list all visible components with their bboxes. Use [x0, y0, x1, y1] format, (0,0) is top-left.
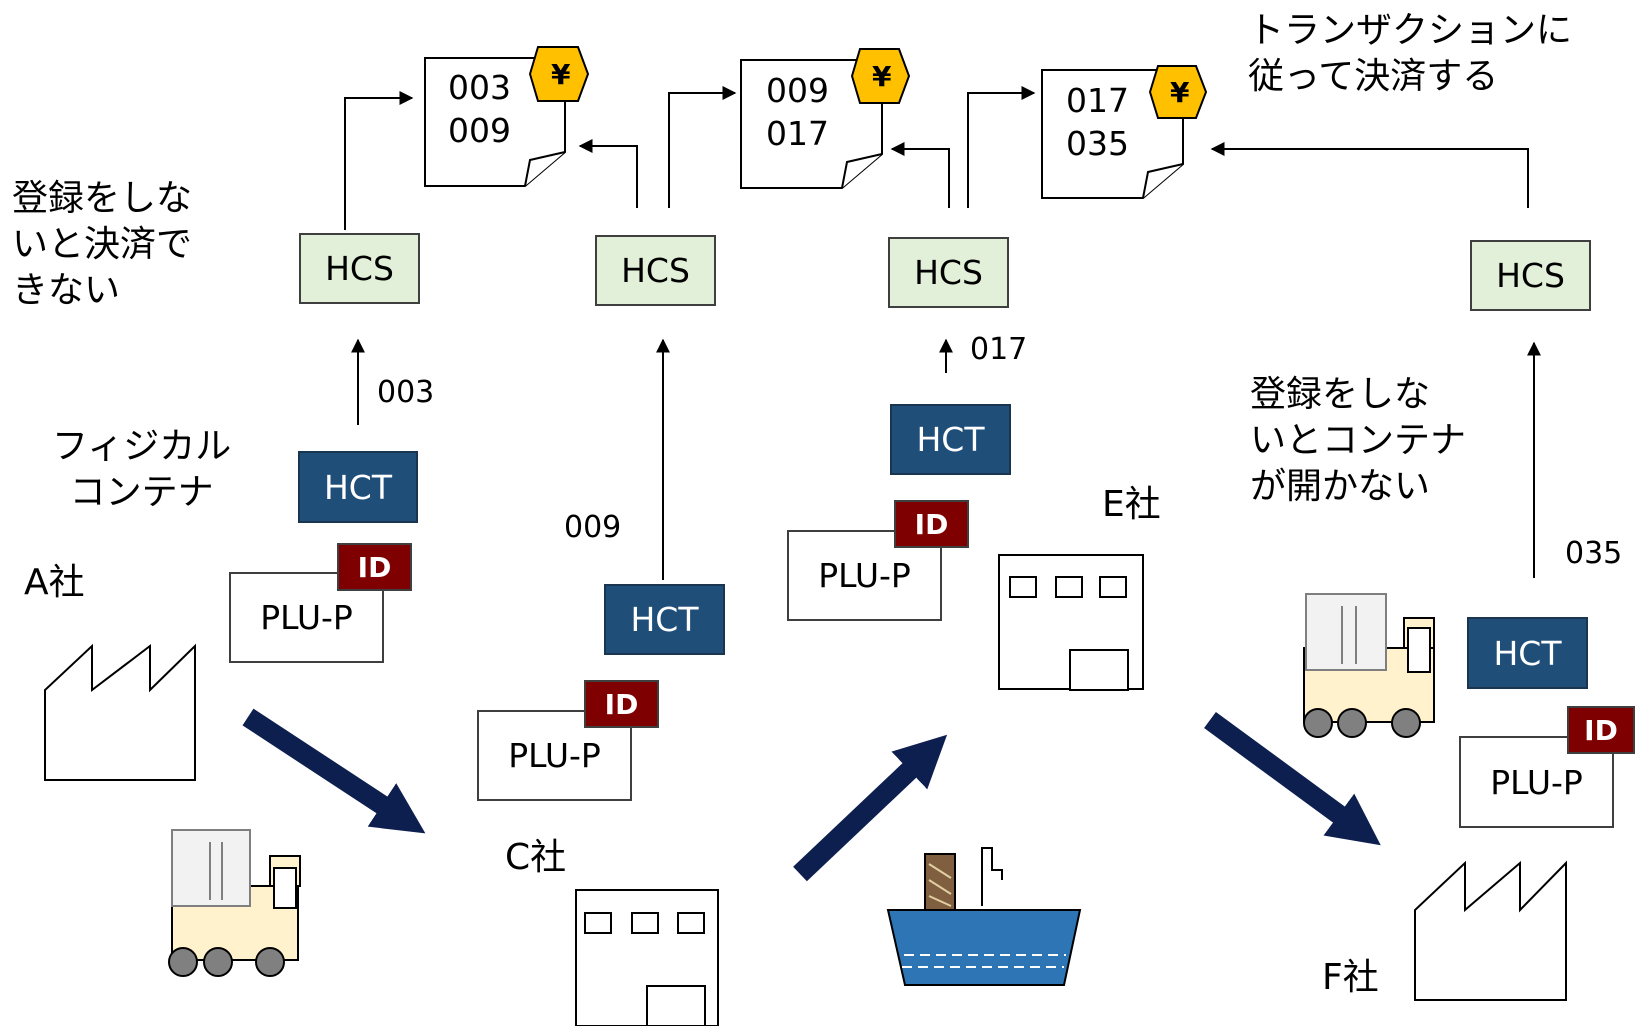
code-label: 035	[1565, 536, 1622, 571]
hct-box: HCT	[298, 451, 418, 523]
code-label: 017	[970, 332, 1027, 367]
warehouse-icon	[999, 555, 1143, 690]
yen-symbol: ¥	[1170, 76, 1189, 109]
hcs-box: HCS	[888, 237, 1009, 308]
code-label: 009	[564, 510, 621, 545]
id-tag: ID	[1567, 706, 1635, 754]
yen-symbol: ¥	[551, 58, 570, 91]
company-a-label: A社	[24, 560, 85, 606]
note-f-register: 登録をしな いとコンテナ が開かない	[1250, 372, 1466, 510]
factory-icon	[45, 646, 195, 780]
flow-arrows	[248, 717, 1364, 874]
id-tag: ID	[894, 500, 969, 548]
document-codes: 017 035	[1066, 80, 1129, 166]
code-label: 003	[377, 375, 434, 410]
id-tag: ID	[337, 543, 412, 591]
factory-icon	[1415, 863, 1566, 1000]
yen-symbol: ¥	[872, 60, 891, 93]
hcs-box: HCS	[1470, 240, 1591, 311]
id-tag: ID	[584, 680, 659, 728]
hcs-box: HCS	[299, 233, 420, 304]
forklift-icon	[169, 830, 300, 976]
hct-box: HCT	[890, 404, 1011, 475]
hct-box: HCT	[604, 584, 725, 655]
warehouse-icon	[576, 890, 718, 1026]
note-physical-container: フィジカル コンテナ	[52, 424, 231, 516]
document-codes: 003 009	[448, 67, 511, 153]
hcs-box: HCS	[595, 235, 716, 306]
note-a-register: 登録をしな いと決済で きない	[12, 176, 192, 314]
company-f-label: F社	[1322, 955, 1379, 1001]
company-c-label: C社	[505, 835, 566, 881]
forklift-icon	[1304, 594, 1434, 737]
document-codes: 009 017	[766, 70, 829, 156]
company-e-label: E社	[1102, 482, 1161, 528]
hct-box: HCT	[1467, 617, 1588, 689]
ship-icon	[888, 848, 1080, 985]
note-transaction-settlement: トランザクションに 従って決済する	[1248, 8, 1572, 100]
